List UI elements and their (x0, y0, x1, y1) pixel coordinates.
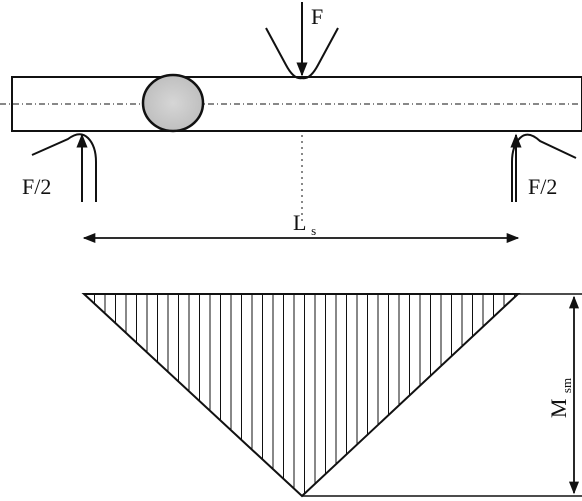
right-reaction-label: F/2 (528, 174, 557, 199)
left-support-outline (31, 133, 97, 202)
load-label: F (311, 4, 323, 29)
span-dimension: L s (82, 210, 520, 244)
span-label: L s (293, 210, 316, 238)
moment-label-main: M (546, 399, 571, 419)
span-label-main: L (293, 210, 306, 235)
circular-specimen (141, 73, 205, 133)
moment-hatching (94, 294, 515, 496)
moment-label: M sm (546, 378, 574, 418)
beam (0, 76, 582, 132)
moment-label-subscript: sm (559, 378, 574, 393)
moment-triangle (81, 293, 521, 498)
left-reaction-label: F/2 (22, 174, 51, 199)
loading-nose: F (265, 2, 339, 80)
bending-moment-diagram: M sm (81, 293, 582, 498)
left-support: F/2 (22, 133, 97, 202)
loading-nose-outline (265, 27, 339, 80)
span-label-subscript: s (311, 223, 316, 238)
right-support: F/2 (510, 133, 577, 202)
